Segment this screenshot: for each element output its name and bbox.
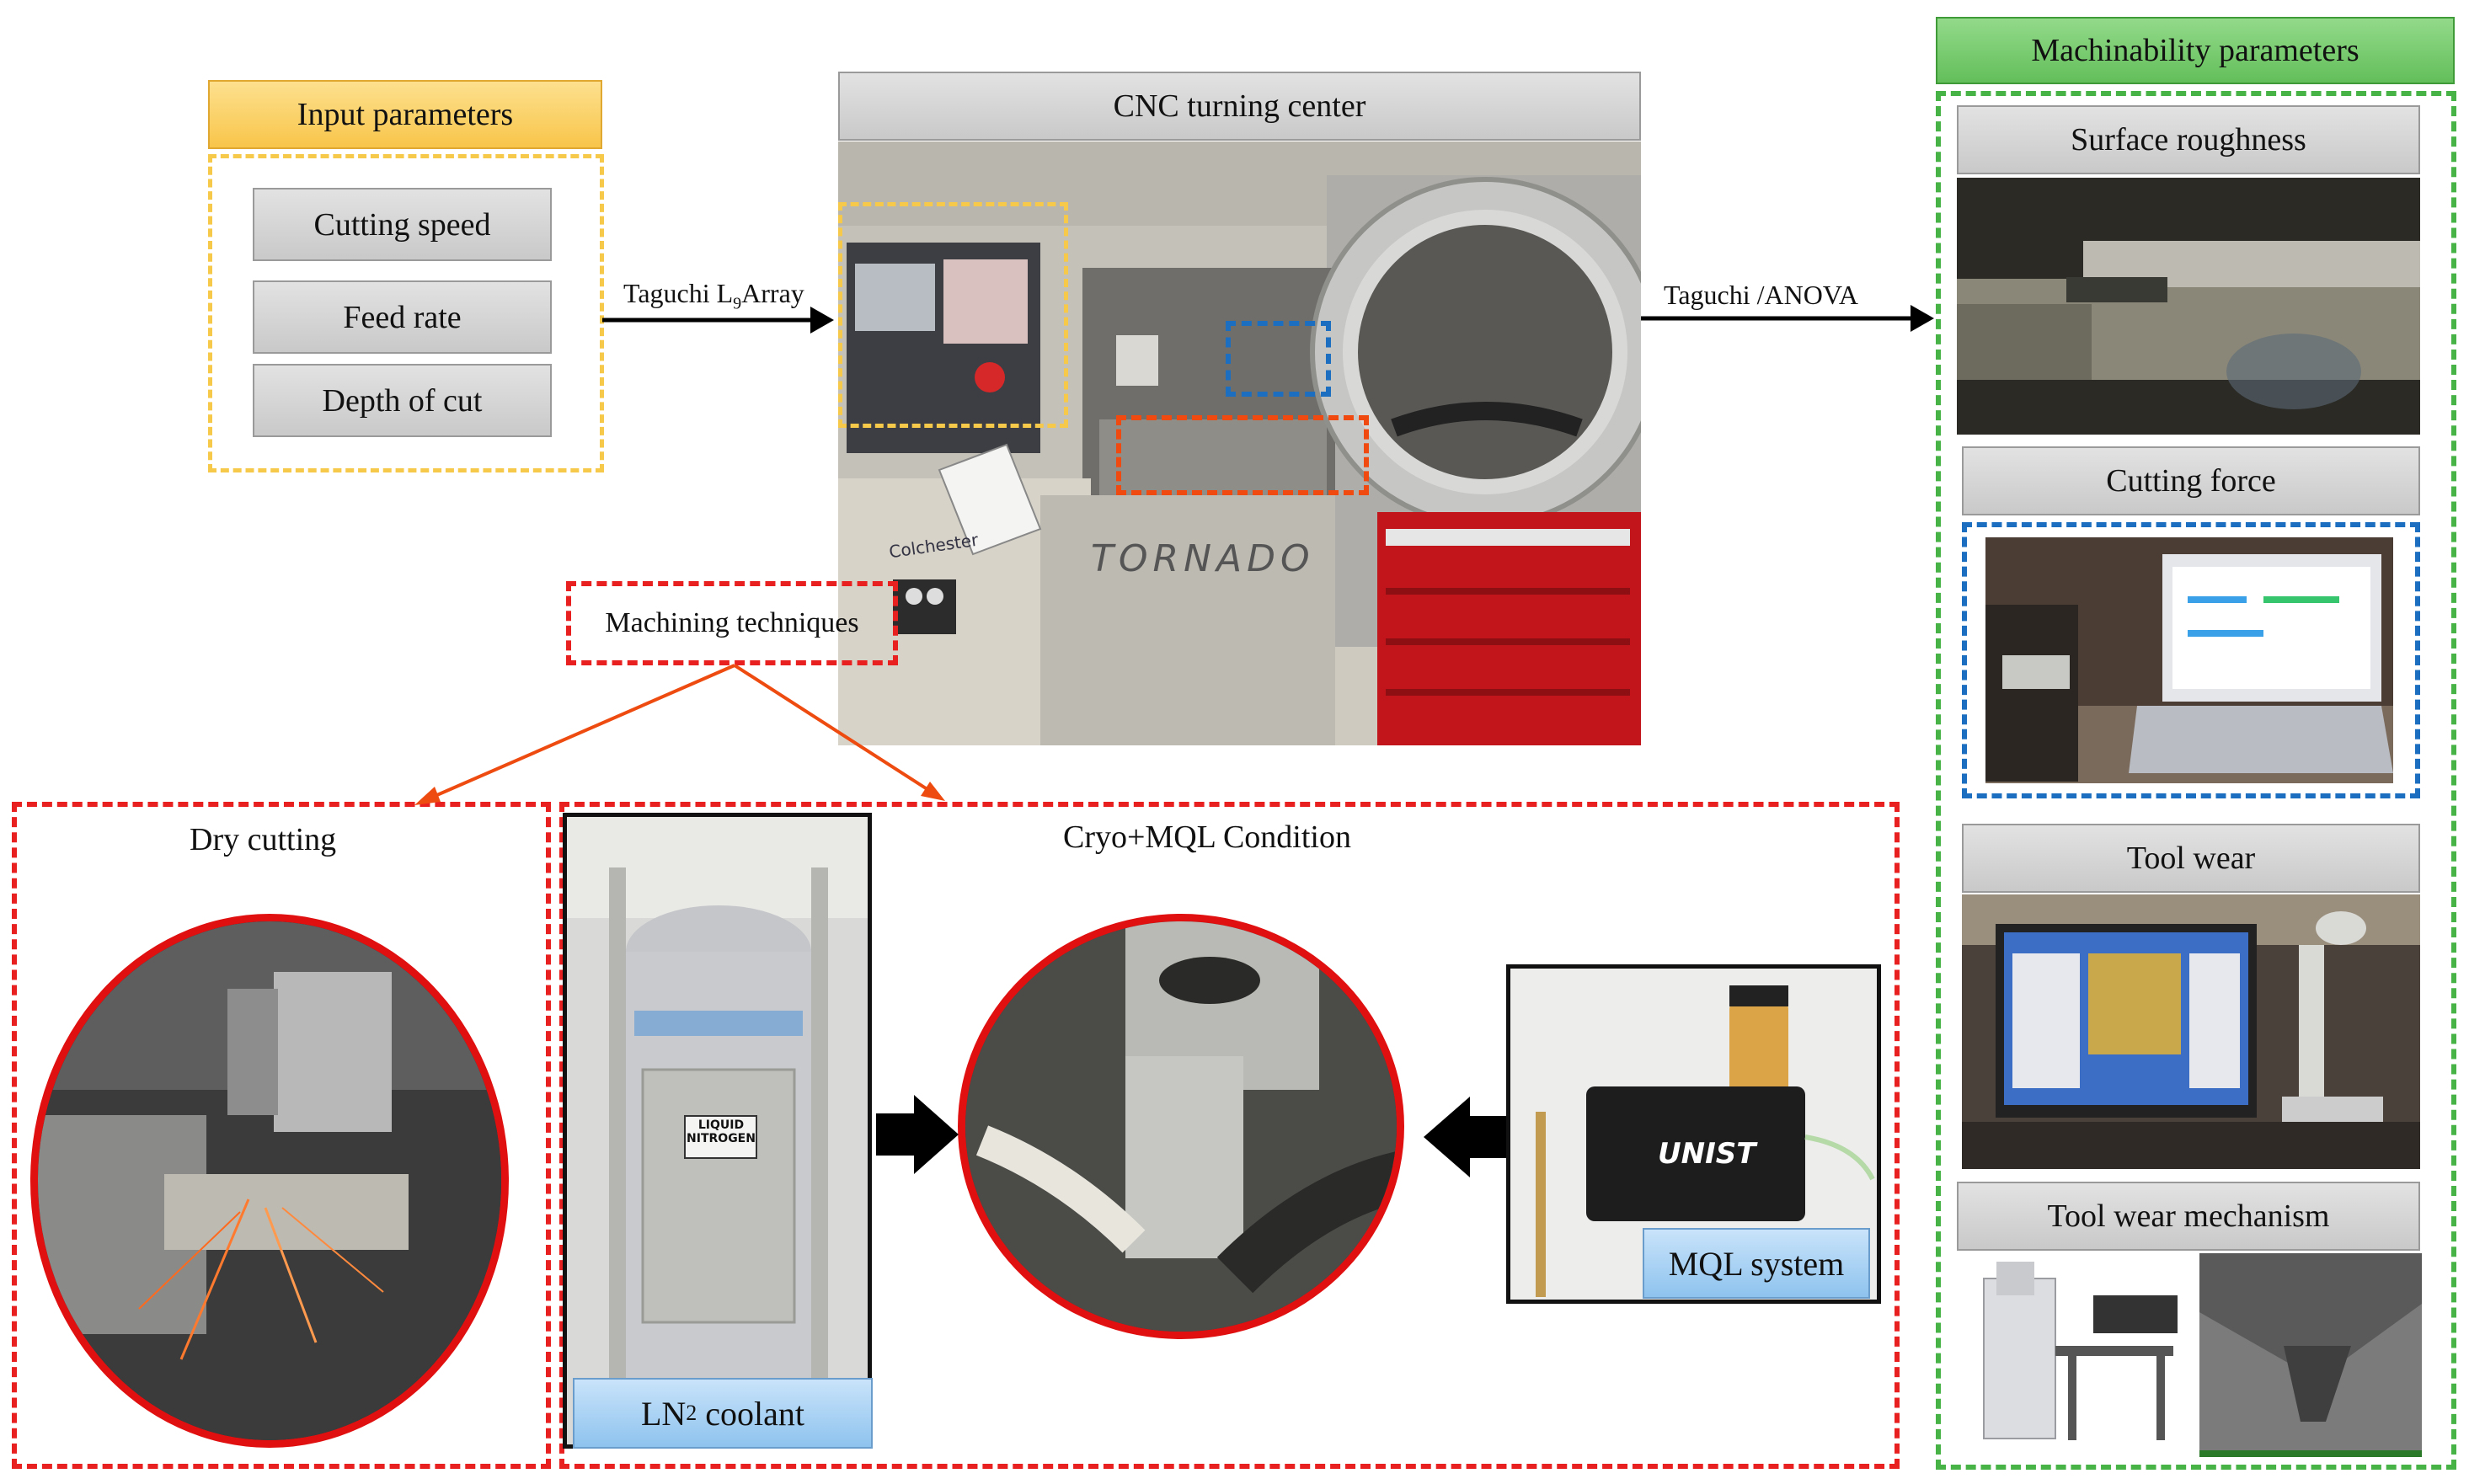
- machining-techniques-box: Machining techniques: [566, 581, 898, 665]
- input-parameters-header: Input parameters: [208, 80, 602, 149]
- taguchi-suffix: Array: [741, 278, 804, 308]
- machinability-parameters-header: Machinability parameters: [1936, 17, 2455, 84]
- tool-wear-label: Tool wear: [2126, 841, 2256, 876]
- ln2-tank-sign: LIQUID NITROGEN: [687, 1118, 756, 1145]
- input-parameters-title: Input parameters: [297, 97, 514, 132]
- dry-cutting-panel: [12, 802, 551, 1469]
- cnc-machine-illustration: [838, 141, 1641, 745]
- ln2-dewar-illustration: [567, 817, 868, 1444]
- dynamometer-laptop-illustration: [1985, 537, 2393, 783]
- taguchi-anova-label: Taguchi /ANOVA: [1664, 280, 1858, 310]
- cnc-turning-center-header: CNC turning center: [838, 72, 1641, 141]
- ln2-suffix: coolant: [697, 1394, 805, 1433]
- feed-rate-label: Feed rate: [343, 299, 462, 335]
- taguchi-array-arrow-head: [810, 307, 834, 334]
- ln2-subscript: 2: [686, 1401, 697, 1425]
- surface-roughness-photo: [1957, 178, 2420, 435]
- cryo-mql-cutting-photo: [958, 914, 1404, 1339]
- ln2-prefix: LN: [640, 1394, 687, 1433]
- profilometer-illustration: [1957, 178, 2420, 435]
- taguchi-array-label: Taguchi L9Array: [623, 278, 804, 313]
- dry-cutting-photo: [30, 914, 509, 1448]
- tool-wear-photo: [1962, 894, 2420, 1169]
- surface-roughness-label: Surface roughness: [2071, 122, 2306, 157]
- cutting-force-header: Cutting force: [1962, 446, 2420, 515]
- mql-brand-label: UNIST: [1658, 1137, 1756, 1171]
- cutting-speed-label: Cutting speed: [313, 206, 491, 243]
- input-parameters-panel: [208, 154, 604, 472]
- sem-image: [2199, 1253, 2422, 1457]
- taguchi-anova-arrow-head: [1911, 305, 1934, 332]
- to-cryo-arrow-head: [921, 782, 945, 801]
- ln2-tank-photo: LIQUID NITROGEN: [563, 813, 872, 1449]
- cryo-mql-title: Cryo+MQL Condition: [1063, 819, 1351, 855]
- cutting-force-photo: [1985, 537, 2393, 783]
- mql-system-text: MQL system: [1668, 1244, 1845, 1283]
- machinability-panel: [1936, 91, 2456, 1470]
- cnc-model-label: TORNADO: [1091, 537, 1315, 580]
- sem-machine-illustration: [1967, 1253, 2194, 1457]
- cryo-nozzle-illustration: [965, 921, 1397, 1332]
- dry-cutting-title: Dry cutting: [190, 822, 337, 857]
- sem-photo: [1967, 1253, 2194, 1457]
- cnc-machine-photo: Colchester TORNADO: [838, 141, 1641, 745]
- to-dry-arrow-line: [425, 664, 735, 802]
- microscope-illustration: [1962, 894, 2420, 1169]
- taguchi-prefix: Taguchi L: [623, 278, 734, 308]
- depth-of-cut-label: Depth of cut: [322, 382, 483, 419]
- tool-wear-header: Tool wear: [1962, 824, 2420, 893]
- cutting-zone-highlight: [1116, 415, 1369, 495]
- cnc-title: CNC turning center: [1113, 88, 1366, 124]
- worn-tool-sem-illustration: [2199, 1253, 2422, 1457]
- cutting-force-panel: [1962, 522, 2420, 798]
- cryo-mql-panel: [559, 802, 1900, 1469]
- machining-techniques-label: Machining techniques: [605, 607, 859, 638]
- control-panel-highlight: [838, 202, 1068, 428]
- feed-rate-box: Feed rate: [253, 280, 552, 354]
- tool-wear-mechanism-label: Tool wear mechanism: [2047, 1198, 2330, 1234]
- surface-roughness-header: Surface roughness: [1957, 105, 2420, 174]
- cutting-force-label: Cutting force: [2106, 463, 2276, 499]
- tool-wear-mechanism-header: Tool wear mechanism: [1957, 1182, 2420, 1251]
- cutting-speed-box: Cutting speed: [253, 188, 552, 261]
- mql-system-label: MQL system: [1643, 1228, 1870, 1299]
- dry-cutting-illustration: [38, 921, 501, 1440]
- machinability-title: Machinability parameters: [2031, 33, 2359, 68]
- taguchi-subscript: 9: [733, 294, 742, 313]
- depth-of-cut-box: Depth of cut: [253, 364, 552, 437]
- dynamometer-highlight: [1226, 321, 1331, 397]
